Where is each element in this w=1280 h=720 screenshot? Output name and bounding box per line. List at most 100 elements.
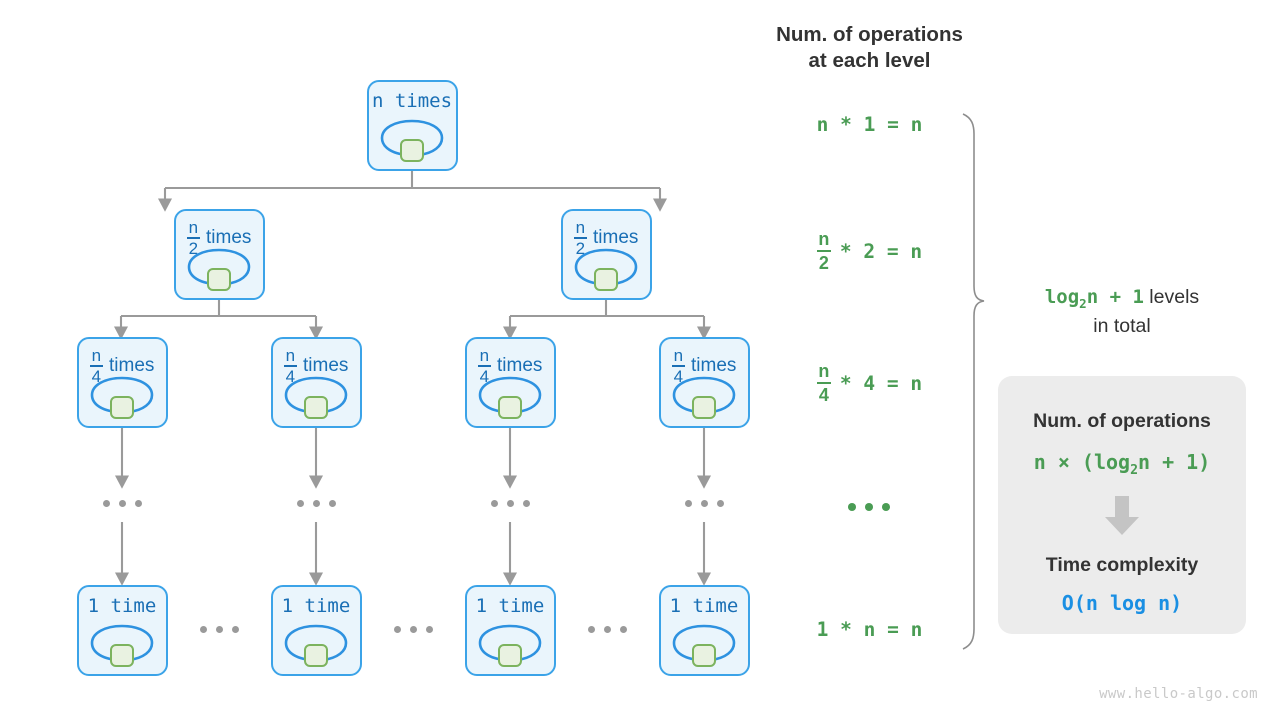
loop-icon — [467, 372, 554, 420]
result-card-header-1: Num. of operations — [1033, 410, 1211, 432]
tree-vertical-ellipsis-1 — [103, 500, 142, 507]
tree-horizontal-ellipsis-1 — [200, 626, 239, 633]
fraction-numerator: n — [818, 228, 830, 249]
tree-vertical-ellipsis-2 — [297, 500, 336, 507]
fraction-denominator: 2 — [818, 252, 829, 273]
tree-vertical-ellipsis-3 — [491, 500, 530, 507]
fraction-denominator: 2 — [188, 238, 199, 258]
node-label-text: 1 time — [281, 594, 351, 617]
fraction-bar — [477, 364, 492, 367]
down-arrow-icon — [998, 492, 1246, 538]
loop-icon — [273, 372, 360, 420]
fraction-bar — [186, 236, 201, 239]
ops-formula-row-5: 1 * n = n — [762, 615, 977, 643]
node-label-text: times — [206, 226, 252, 248]
tree-node-level-last-3: 1 time — [464, 584, 556, 676]
tree-node-level-1-1: n times — [366, 79, 458, 171]
result-card-header-2: Time complexity — [1045, 554, 1199, 576]
node-label-text: times — [303, 354, 349, 376]
loop-icon — [176, 244, 263, 292]
fraction-numerator: n — [91, 345, 102, 365]
node-label: n times — [369, 90, 456, 112]
ops-formula-text: n * 1 = n — [816, 112, 923, 136]
ops-formula-rest: * 2 = n — [839, 239, 923, 263]
fraction-numerator: n — [285, 345, 296, 365]
node-label-text: 1 time — [87, 594, 157, 617]
loop-icon — [79, 372, 166, 420]
fraction-numerator: n — [188, 217, 199, 237]
ops-formula-text: 1 * n = n — [816, 617, 923, 641]
node-label-text: times — [109, 354, 155, 376]
node-label-text: n times — [371, 89, 453, 112]
ops-formula-rest: * 4 = n — [839, 371, 923, 395]
loop-icon — [661, 372, 748, 420]
result-card-complexity: O(n log n) — [1061, 591, 1183, 615]
levels-label: levels — [1143, 286, 1200, 308]
loop-icon — [273, 620, 360, 668]
node-label-text: times — [593, 226, 639, 248]
fraction-denominator: 4 — [285, 366, 296, 386]
node-label: 1 time — [79, 595, 166, 617]
loop-icon — [563, 244, 650, 292]
fraction-bar — [283, 364, 298, 367]
node-label: 1 time — [467, 595, 554, 617]
watermark: www.hello-algo.com — [1099, 686, 1258, 702]
fraction-bar — [671, 364, 686, 367]
fraction-numerator: n — [479, 345, 490, 365]
fraction-bar — [89, 364, 104, 367]
result-card: Num. of operations n × (log2n + 1) Time … — [998, 376, 1246, 634]
tree-vertical-ellipsis-4 — [685, 500, 724, 507]
fraction-numerator: n — [818, 360, 830, 381]
tree-node-level-last-1: 1 time — [76, 584, 168, 676]
node-label: 1 time — [661, 595, 748, 617]
levels-line-2: in total — [1093, 314, 1151, 337]
fraction-denominator: 2 — [575, 238, 586, 258]
fraction-numerator: n — [673, 345, 684, 365]
node-label-text: times — [497, 354, 543, 376]
fraction-denominator: 4 — [673, 366, 684, 386]
ops-row-ellipsis — [848, 503, 890, 511]
ops-column-title: Num. of operations at each level — [762, 22, 977, 74]
loop-icon — [369, 115, 456, 163]
fraction-bar — [816, 381, 831, 385]
fraction-bar — [573, 236, 588, 239]
loop-icon — [467, 620, 554, 668]
result-card-operations-formula: n × (log2n + 1) — [1033, 450, 1211, 478]
fraction-denominator: 4 — [479, 366, 490, 386]
node-label-text: 1 time — [475, 594, 545, 617]
fraction-bar — [816, 249, 831, 253]
node-label-text: times — [691, 354, 737, 376]
ops-title-line-2: at each level — [808, 49, 931, 73]
tree-node-level-last-2: 1 time — [270, 584, 362, 676]
tree-horizontal-ellipsis-2 — [394, 626, 433, 633]
tree-horizontal-ellipsis-3 — [588, 626, 627, 633]
loop-icon — [79, 620, 166, 668]
loop-icon — [661, 620, 748, 668]
fraction-denominator: 4 — [91, 366, 102, 386]
ops-formula-row-1: n * 1 = n — [762, 110, 977, 138]
fraction-numerator: n — [575, 217, 586, 237]
levels-formula: log2n + 1 — [1044, 286, 1144, 311]
